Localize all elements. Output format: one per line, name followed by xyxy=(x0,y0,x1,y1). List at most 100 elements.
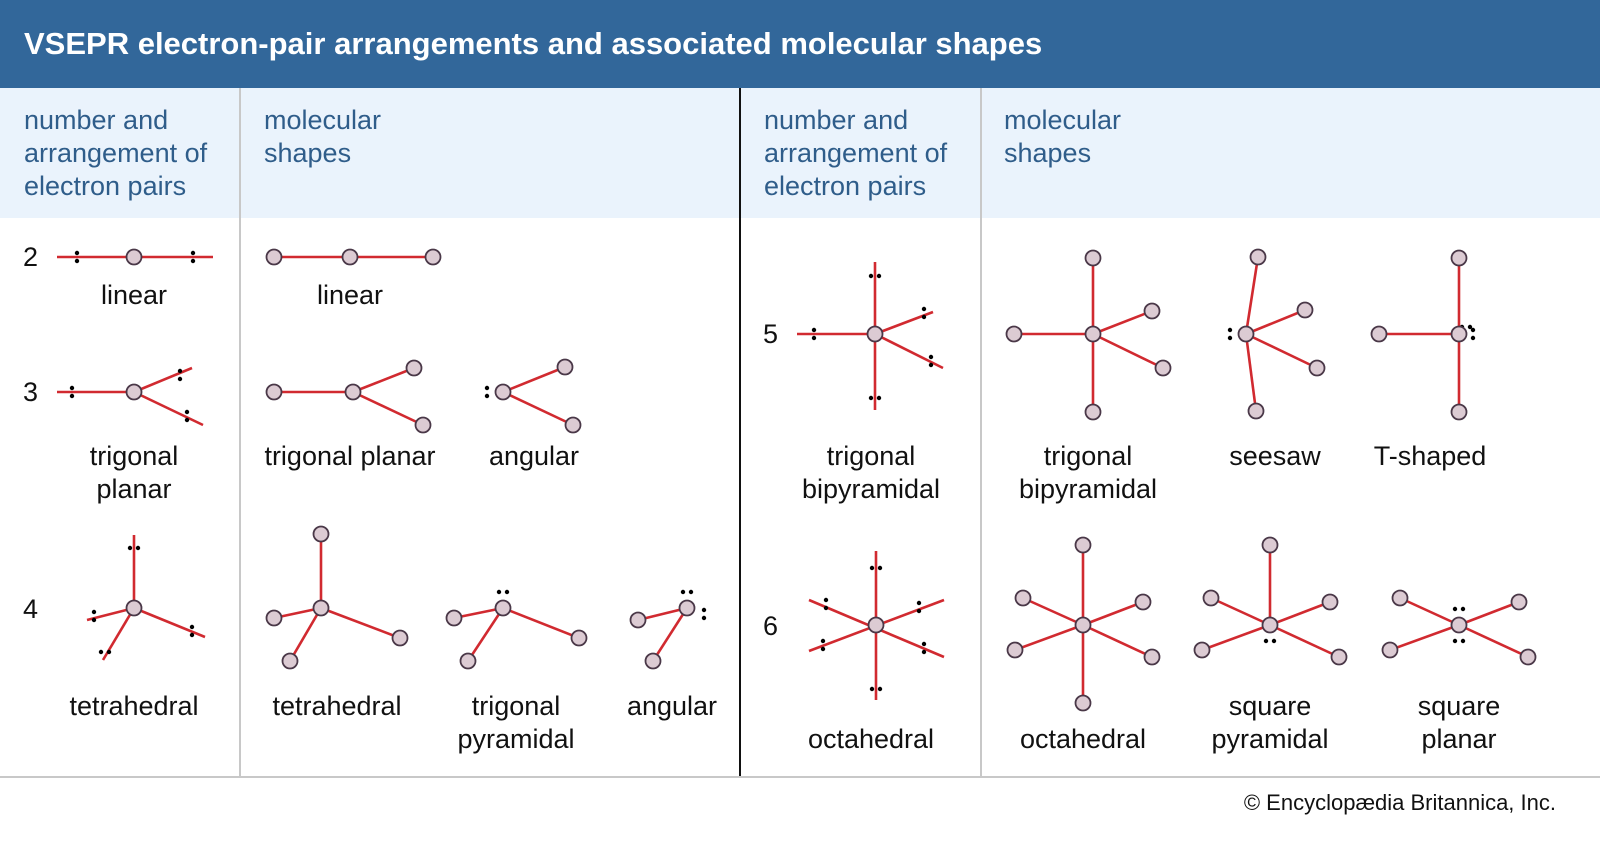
lone-pair-dot xyxy=(184,409,190,415)
label-square-pyramidal-shape: square pyramidal xyxy=(1211,690,1328,756)
lone-pair-dot xyxy=(921,314,927,320)
label-line: trigonal xyxy=(471,691,561,721)
atom xyxy=(344,383,362,401)
atom xyxy=(1237,325,1255,343)
bond xyxy=(1245,332,1318,370)
label-line: trigonal xyxy=(1043,441,1133,471)
bond xyxy=(1210,596,1271,627)
lone-pair-dot xyxy=(69,393,75,399)
atom xyxy=(1249,248,1267,266)
atom xyxy=(391,629,409,647)
lone-pair-dot xyxy=(1467,324,1473,330)
atom xyxy=(1014,589,1032,607)
lone-pair-dot xyxy=(189,624,195,630)
pair-count-2: 2 xyxy=(23,242,39,272)
atom xyxy=(265,383,283,401)
label-line: pyramidal xyxy=(1211,724,1329,754)
bond xyxy=(651,607,689,662)
bond xyxy=(1082,623,1153,659)
atom xyxy=(341,248,359,266)
label-line: planar xyxy=(1421,724,1497,754)
header-line: shapes xyxy=(1004,138,1092,168)
lone-pair-dot xyxy=(184,417,190,423)
atom xyxy=(281,652,299,670)
atom xyxy=(1519,648,1537,666)
atom xyxy=(556,358,574,376)
lone-pair-dot xyxy=(928,354,934,360)
header-line: molecular xyxy=(1004,105,1122,135)
atom xyxy=(1084,249,1102,267)
lone-pair-dot xyxy=(74,250,80,256)
bond xyxy=(502,390,574,427)
atom xyxy=(494,383,512,401)
atom xyxy=(866,325,884,343)
header-line: arrangement of xyxy=(24,138,208,168)
atom xyxy=(265,248,283,266)
lone-pair-dot xyxy=(1470,327,1476,333)
lone-pair-dot xyxy=(1227,335,1233,341)
lone-pair-dot xyxy=(1271,638,1277,644)
atom xyxy=(1134,593,1152,611)
atom xyxy=(1193,641,1211,659)
atom xyxy=(1261,616,1279,634)
bond xyxy=(133,390,204,427)
label-square-planar-shape: square planar xyxy=(1418,690,1501,756)
label-t-shaped-shape: T-shaped xyxy=(1373,441,1487,471)
atom xyxy=(1084,325,1102,343)
label-line: trigonal xyxy=(826,441,916,471)
lone-pair-dot xyxy=(1470,335,1476,341)
lone-pair-dot xyxy=(496,589,502,595)
atom xyxy=(1308,359,1326,377)
bond xyxy=(133,366,193,394)
lone-pair-dot xyxy=(189,632,195,638)
atom xyxy=(312,525,330,543)
atom xyxy=(1006,641,1024,659)
lone-pair-dot xyxy=(701,615,707,621)
atom xyxy=(1296,301,1314,319)
atom xyxy=(644,652,662,670)
atom xyxy=(1450,616,1468,634)
bond xyxy=(1092,332,1164,370)
header-line: electron pairs xyxy=(764,171,927,201)
label-trigonal-bipyramidal-arrangement: trigonal bipyramidal xyxy=(802,440,940,506)
bond xyxy=(352,366,415,394)
pair-count-4: 4 xyxy=(23,594,39,624)
label-line: bipyramidal xyxy=(801,474,941,504)
lone-pair-dot xyxy=(484,393,490,399)
bond xyxy=(1022,596,1084,627)
atom xyxy=(1510,593,1528,611)
atom xyxy=(1450,249,1468,267)
atom xyxy=(125,383,143,401)
lone-pair-dot xyxy=(921,641,927,647)
copyright-credit: © Encyclopædia Britannica, Inc. xyxy=(1243,790,1556,815)
label-linear-arrangement: linear xyxy=(100,280,168,310)
atom xyxy=(629,611,647,629)
pair-count-5: 5 xyxy=(763,319,779,349)
label-seesaw-shape: seesaw xyxy=(1229,441,1321,471)
atom xyxy=(405,359,423,377)
label-line: square xyxy=(1228,691,1312,721)
bond xyxy=(502,606,580,640)
label-tetrahedral-shape: tetrahedral xyxy=(272,691,402,721)
bond xyxy=(1269,623,1340,659)
bond xyxy=(1201,623,1271,652)
atom xyxy=(414,416,432,434)
lone-pair-dot xyxy=(484,385,490,391)
lone-pair-dot xyxy=(921,306,927,312)
label-angular-shape: angular xyxy=(488,441,580,471)
lone-pair-dot xyxy=(135,545,141,551)
atom xyxy=(1084,403,1102,421)
atom xyxy=(1330,648,1348,666)
bond xyxy=(133,606,206,639)
lone-pair-dot xyxy=(876,395,882,401)
atom xyxy=(1450,325,1468,343)
column-header-arrangement-right: number and arrangement of electron pairs xyxy=(764,104,947,203)
lone-pair-dot xyxy=(74,258,80,264)
atom xyxy=(1381,641,1399,659)
bond xyxy=(288,607,323,662)
header-line: number and xyxy=(764,105,909,135)
atom xyxy=(125,599,143,617)
header-line: molecular xyxy=(264,105,382,135)
bond xyxy=(874,332,944,370)
atom xyxy=(1143,302,1161,320)
